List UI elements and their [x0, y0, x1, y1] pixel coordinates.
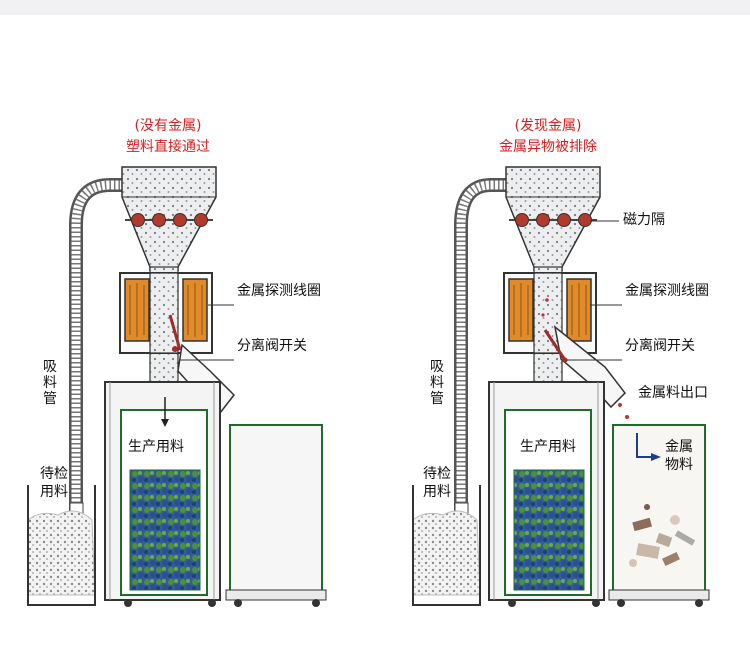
magnet-bar: [125, 213, 213, 227]
reject-bin-empty: [225, 424, 327, 607]
label-production-right: 生产用料: [520, 439, 576, 455]
label-metal-material: 金属物料: [665, 439, 693, 473]
title-line1-right: (发现金属): [514, 118, 582, 134]
label-metal-outlet: 金属料出口: [638, 385, 708, 401]
label-suction-left: 吸料管: [43, 359, 57, 407]
label-magnet: 磁力隔: [623, 212, 665, 228]
label-valve-right: 分离阀开关: [625, 338, 695, 354]
label-coil-left: 金属探测线圈: [237, 283, 321, 299]
title-line1-left: (没有金属): [134, 118, 202, 134]
detector-coil: [503, 272, 597, 354]
panel-metal-found: (发现金属) 金属异物被排除 磁力隔 金属探测线圈 分离阀开关 金属料出口 生产…: [375, 15, 750, 663]
reject-bin-metal: [608, 424, 710, 607]
title-line2-right: 金属异物被排除: [499, 139, 597, 155]
label-waiting-left: 待检用料: [40, 466, 68, 500]
label-coil-right: 金属探测线圈: [625, 283, 709, 299]
panel-no-metal: (没有金属) 塑料直接通过 金属探测线圈 分离阀开关 生产用料 吸料管 待检用料: [0, 15, 375, 663]
detector-coil: [119, 272, 213, 354]
magnet-bar: [509, 213, 597, 227]
machine-diagram-right: [412, 166, 710, 607]
separation-valve: [543, 325, 626, 409]
label-suction-right: 吸料管: [430, 359, 444, 407]
waiting-material-pile: [412, 485, 481, 606]
suction-hose: [454, 178, 506, 530]
waiting-material-pile: [27, 485, 96, 606]
label-production-left: 生产用料: [128, 439, 184, 455]
production-bin: [504, 409, 592, 596]
metal-scraps: [629, 504, 696, 567]
production-bin: [120, 397, 208, 596]
label-valve-left: 分离阀开关: [237, 338, 307, 354]
machine-diagram-left: [27, 166, 327, 607]
top-strip: [0, 0, 750, 15]
label-waiting-right: 待检用料: [423, 466, 451, 500]
title-line2-left: 塑料直接通过: [126, 139, 210, 155]
